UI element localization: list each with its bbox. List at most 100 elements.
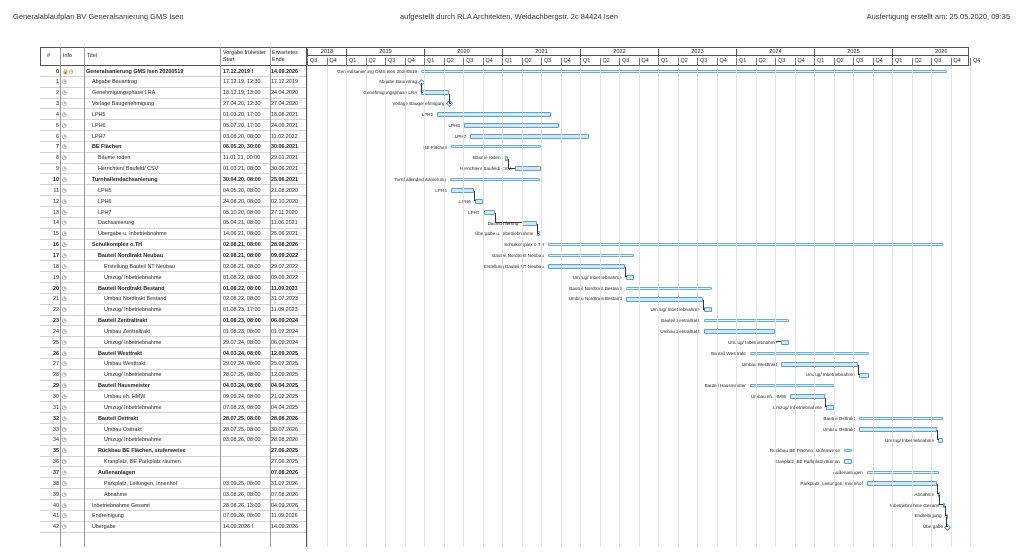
task-bar[interactable]	[515, 166, 541, 172]
task-bar[interactable]	[474, 198, 483, 204]
task-bar[interactable]	[943, 502, 946, 508]
clock-icon: ◷	[62, 448, 67, 455]
summary-bar[interactable]	[547, 253, 634, 257]
bar-label: Bauteil Nordtrakt Bestand	[569, 285, 622, 291]
task-bar[interactable]	[625, 274, 634, 280]
task-bar[interactable]	[858, 426, 938, 432]
quarter-gridline	[346, 66, 347, 547]
task-bar[interactable]	[450, 188, 474, 194]
task-bar[interactable]	[437, 112, 552, 118]
task-bar[interactable]	[522, 220, 537, 226]
task-bar[interactable]	[703, 307, 713, 313]
clock-icon: ◷	[62, 122, 67, 129]
row-number: 41	[53, 513, 59, 520]
summary-bar[interactable]	[625, 286, 713, 290]
task-name: Herrichten/ Baufeld/ CSV	[98, 166, 159, 173]
task-bar[interactable]	[463, 122, 560, 128]
summary-bar[interactable]	[858, 416, 944, 420]
task-end: 07.08.2026	[271, 469, 298, 476]
summary-bar[interactable]	[866, 470, 939, 474]
task-start: 03.08.20, 08:00	[223, 133, 261, 140]
summary-bar[interactable]	[449, 178, 540, 181]
task-bar[interactable]	[421, 90, 449, 96]
summary-bar[interactable]	[451, 145, 541, 149]
bar-label: Umbau Nordtrakt Bestand	[568, 296, 622, 302]
task-bar[interactable]	[843, 459, 853, 465]
task-bar[interactable]	[938, 437, 944, 443]
task-bar[interactable]	[790, 394, 826, 400]
task-bar[interactable]	[858, 372, 869, 378]
quarter-label: Q3	[931, 58, 951, 68]
task-bar[interactable]	[781, 339, 790, 345]
quarter-gridline	[775, 66, 776, 547]
task-bar[interactable]	[866, 481, 938, 486]
summary-bar[interactable]	[843, 449, 853, 453]
bar-label: Umzug/ Inbetriebnahme	[728, 339, 778, 345]
task-bar[interactable]	[625, 296, 704, 302]
summary-bar[interactable]	[703, 319, 790, 323]
summary-bar[interactable]	[547, 243, 944, 247]
task-bar[interactable]	[781, 361, 859, 367]
bar-label: Bauteil Hausmeister	[704, 383, 746, 389]
task-bar[interactable]	[470, 133, 590, 139]
task-bar[interactable]	[504, 155, 509, 161]
task-bar[interactable]	[537, 231, 540, 237]
summary-bar[interactable]	[749, 384, 835, 388]
quarter-label: Q1	[892, 58, 912, 68]
task-bar[interactable]	[483, 209, 495, 215]
quarter-gridline	[385, 66, 386, 547]
row-number: 36	[53, 459, 59, 466]
summary-bar[interactable]	[421, 69, 947, 73]
summary-bar[interactable]	[749, 351, 869, 355]
clock-icon: ◷	[62, 90, 67, 97]
bar-label: LPH5	[421, 112, 434, 117]
task-bar[interactable]	[547, 264, 625, 269]
task-bar[interactable]	[703, 329, 776, 335]
task-name: Abgabe Bauantrag	[92, 79, 137, 86]
quarter-label: Q2	[755, 58, 776, 68]
